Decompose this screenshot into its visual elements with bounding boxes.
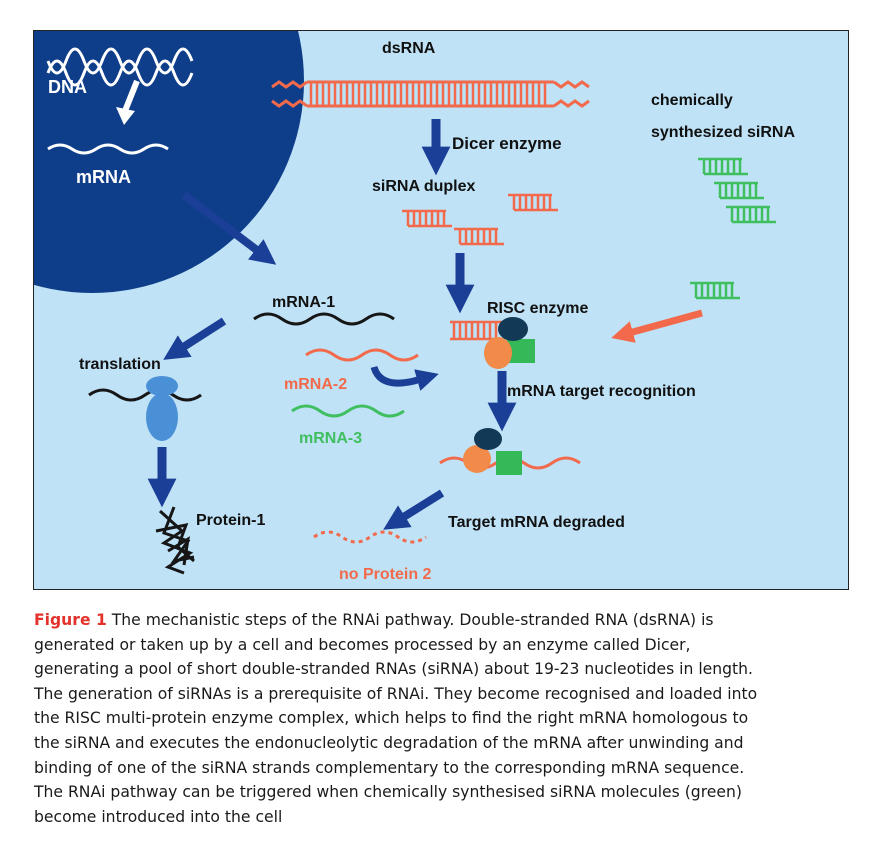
mrna1-strand xyxy=(253,312,395,326)
mrna2-curved-arrow xyxy=(370,365,439,391)
ribosome-small-subunit xyxy=(146,376,178,396)
figure-number: Figure 1 xyxy=(34,611,107,629)
synthesized-sirna-label: synthesized siRNA xyxy=(651,124,795,141)
sirna-duplex xyxy=(714,181,764,200)
rnai-pathway-figure: DNA mRNA dsRNA Dicer enzyme siRNA duplex… xyxy=(33,30,849,590)
caption-line: Figure 1 The mechanistic steps of the RN… xyxy=(34,608,854,633)
translated-mrna-strand xyxy=(88,388,202,402)
dsrna-strand xyxy=(271,80,590,108)
mrna2-strand xyxy=(305,348,419,362)
risc-complex-loading xyxy=(450,317,535,369)
protein1-tangle xyxy=(155,506,195,575)
dicer-enzyme-label: Dicer enzyme xyxy=(452,134,562,153)
figure-caption: Figure 1 The mechanistic steps of the RN… xyxy=(34,608,854,829)
caption-line: binding of one of the siRNA strands comp… xyxy=(34,758,745,777)
no-protein2-label: no Protein 2 xyxy=(339,566,432,583)
sirna-duplex xyxy=(690,281,740,300)
caption-line: generated or taken up by a cell and beco… xyxy=(34,635,691,654)
export-arrow xyxy=(181,191,277,265)
target-degraded-label: Target mRNA degraded xyxy=(448,514,625,531)
synthetic-sirna-group xyxy=(690,157,776,300)
sirna-duplex xyxy=(402,209,452,228)
sirna-duplex-label: siRNA duplex xyxy=(372,178,476,195)
target-recognition-label: mRNA target recognition xyxy=(507,383,696,400)
caption-line: generating a pool of short double-strand… xyxy=(34,660,754,679)
sirna-duplex xyxy=(508,193,558,212)
sirna-duplex xyxy=(454,227,504,246)
caption-line: The generation of siRNAs is a prerequisi… xyxy=(34,684,758,703)
mrna3-strand xyxy=(291,404,405,418)
chemically-label: chemically xyxy=(651,92,733,109)
sirna-duplex xyxy=(698,157,748,176)
sirna-duplex-group xyxy=(402,193,558,246)
degraded-mrna-strand xyxy=(313,530,427,544)
translation-arrow xyxy=(163,317,227,360)
translation-label: translation xyxy=(79,356,161,373)
mrna1-label: mRNA-1 xyxy=(272,294,335,311)
mrna3-label: mRNA-3 xyxy=(299,430,362,447)
dna-helix-icon xyxy=(46,47,194,87)
nucleus xyxy=(34,31,304,293)
nuclear-mrna-label: mRNA xyxy=(76,167,131,187)
caption-line: the siRNA and executes the endonucleolyt… xyxy=(34,733,744,752)
dsrna-label: dsRNA xyxy=(382,40,436,57)
caption-line: become introduced into the cell xyxy=(34,807,283,826)
protein1-label: Protein-1 xyxy=(196,512,265,529)
rnai-pathway-diagram: DNA mRNA dsRNA Dicer enzyme siRNA duplex… xyxy=(34,31,848,589)
risc-complex-bound xyxy=(439,428,581,475)
ribosome-large-subunit xyxy=(146,393,178,441)
degradation-arrow xyxy=(383,489,445,530)
mrna2-label: mRNA-2 xyxy=(284,376,347,393)
caption-text: The mechanistic steps of the RNAi pathwa… xyxy=(106,611,714,629)
synthetic-entry-arrow xyxy=(611,309,703,343)
caption-line: the RISC multi-protein enzyme complex, w… xyxy=(34,709,749,728)
transcription-arrow xyxy=(122,79,140,113)
sirna-duplex xyxy=(726,205,776,224)
dna-label: DNA xyxy=(48,77,87,97)
caption-line: The RNAi pathway can be triggered when c… xyxy=(34,783,742,802)
risc-enzyme-label: RISC enzyme xyxy=(487,300,588,317)
nuclear-mrna-strand xyxy=(47,143,169,155)
